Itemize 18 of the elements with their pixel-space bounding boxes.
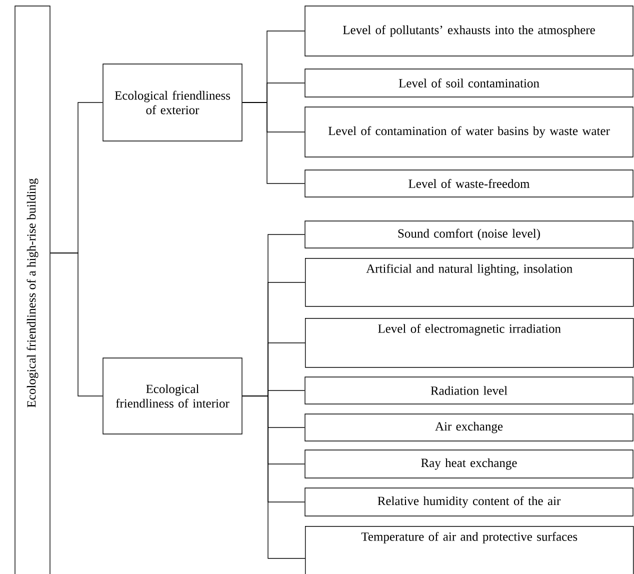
category-box: Ecological friendliness of interior — [102, 358, 242, 434]
criterion-box: Sound comfort (noise level) — [304, 220, 634, 248]
criterion-box: Ray heat exchange — [304, 450, 634, 478]
criterion-box: Temperature of air and protective surfaces — [305, 526, 634, 574]
criterion-box: Air exchange — [304, 414, 634, 442]
criterion-box: Relative humidity content of the air — [304, 488, 634, 516]
criterion-box: Level of waste-freedom — [304, 170, 634, 198]
criterion-box: Level of electromagnetic irradiation — [305, 318, 634, 368]
criterion-box: Level of pollutants’ exhausts into the atmosphere — [304, 6, 634, 56]
connector — [50, 252, 103, 396]
criterion-box: Level of contamination of water basins by waste water — [304, 106, 634, 158]
connector — [242, 102, 305, 184]
criterion-box: Radiation level — [304, 376, 634, 404]
category-box: Ecological friendliness of exterior — [102, 64, 242, 142]
criterion-box: Artificial and natural lighting, insolation — [305, 258, 634, 307]
root-box: Ecological friendliness of a high-rise building — [14, 6, 50, 574]
criterion-box: Level of soil contamination — [304, 68, 634, 98]
connector — [242, 396, 306, 559]
